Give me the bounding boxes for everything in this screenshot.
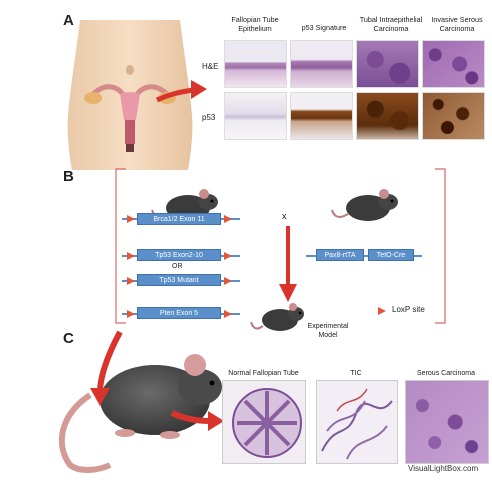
loxp-tp53mut-1 (127, 277, 135, 285)
tile-p53-sig (290, 92, 353, 140)
panel-letter-b: B (63, 168, 74, 185)
col-head-fte: Fallopian Tube Epithelium (231, 15, 279, 33)
panel-b-bracket (115, 168, 446, 324)
loxp-pten-2 (224, 310, 232, 318)
gene-pax8: Pax8-rtTA (316, 249, 364, 261)
watermark: VisualLightBox.com (408, 464, 479, 473)
tile-p53-fte (224, 92, 287, 140)
loxp-brca-2 (224, 215, 232, 223)
label-normal-ft: Normal Fallopian Tube (228, 370, 299, 377)
loxp-pten-1 (127, 310, 135, 318)
col-head-invasive: Invasive Serous Carcinoma (431, 15, 483, 33)
loxp-tp53mut-2 (224, 277, 232, 285)
mouse-experimental (250, 303, 304, 331)
label-serous: Serous Carcinoma (417, 370, 475, 377)
tile-p53-invasive (422, 92, 485, 140)
legend-loxp-icon (378, 307, 386, 315)
legend-loxp-label: LoxP site (392, 305, 425, 314)
allele-line-pax8 (306, 255, 422, 257)
loxp-brca-1 (127, 215, 135, 223)
row-label-p53: p53 (202, 113, 216, 122)
or-label: OR (172, 263, 183, 270)
mouse-parent-right (331, 189, 398, 221)
arrow-to-histology-c (170, 410, 224, 431)
panel-letter-c: C (63, 330, 74, 347)
img-normal-ft (222, 380, 306, 464)
tile-he-invasive (422, 40, 485, 88)
img-serous (405, 380, 489, 464)
gene-tp53-mutant: Tp53 Mutant (137, 274, 221, 286)
row-label-he: H&E (202, 62, 219, 71)
arrow-to-offspring (279, 226, 297, 302)
img-tic (316, 380, 398, 464)
arrow-into-mouse (90, 330, 123, 406)
cross-symbol: x (282, 211, 287, 221)
gene-tp53-exon: Tp53 Exon2-10 (137, 249, 221, 261)
gene-pten: Pten Exon 5 (137, 307, 221, 319)
loxp-tp53-2 (224, 252, 232, 260)
tile-he-fte (224, 40, 287, 88)
torso-illustration (67, 20, 193, 170)
gene-teto-cre: TetO-Cre (368, 249, 414, 261)
tile-he-tic (356, 40, 419, 88)
label-tic: TIC (350, 370, 362, 377)
offspring-label: Experimental Model (307, 323, 349, 339)
loxp-tp53-1 (127, 252, 135, 260)
tile-he-p53sig (290, 40, 353, 88)
gene-brca: Brca1/2 Exon 11 (137, 213, 221, 225)
col-head-tic: Tubal Intraepithelial Carcinoma (359, 15, 423, 33)
panel-letter-a: A (63, 12, 74, 29)
tile-p53-tic (356, 92, 419, 140)
col-head-p53sig: p53 Signature (301, 23, 347, 32)
arrow-to-histology (155, 80, 207, 103)
